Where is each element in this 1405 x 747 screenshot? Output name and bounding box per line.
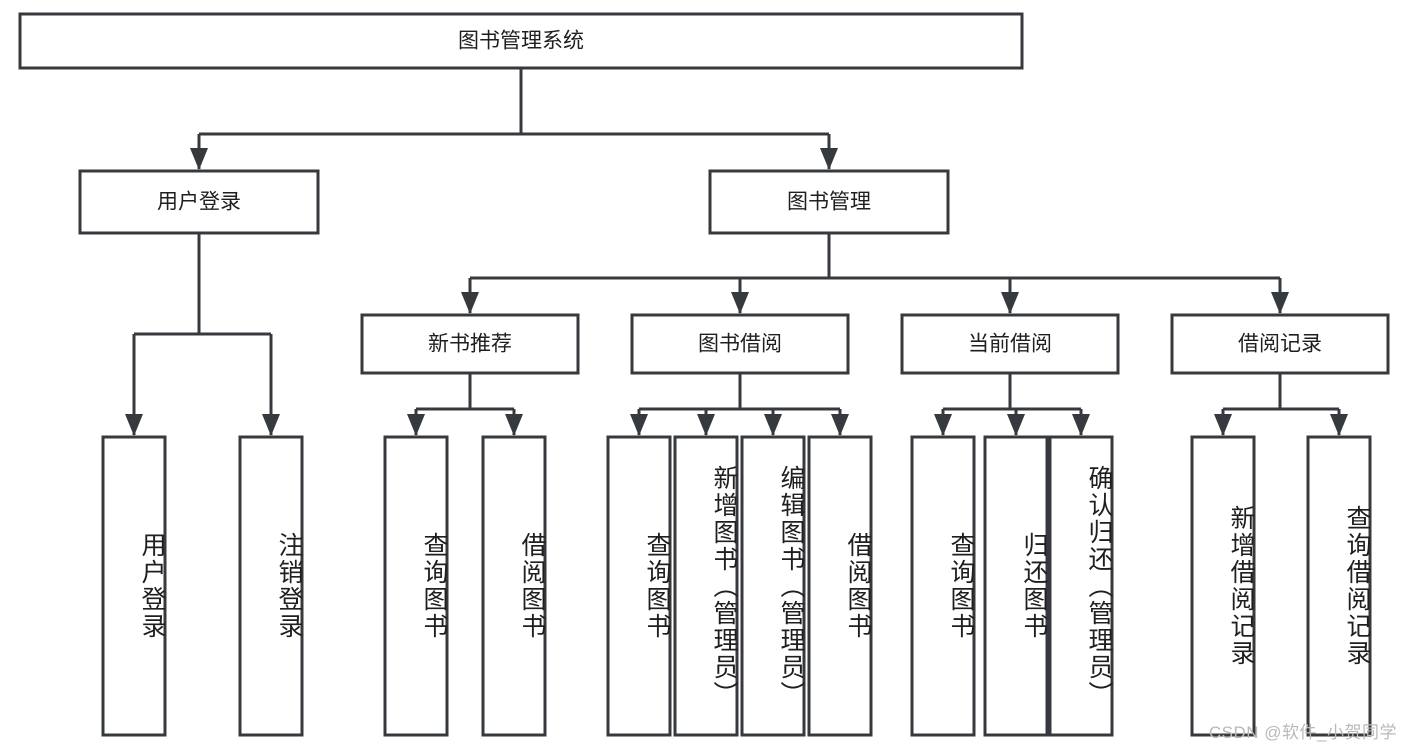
leaf-box-leaf-return-book[interactable]	[983, 435, 1049, 737]
leaf-box-leaf-add-borrow-record[interactable]	[1190, 435, 1256, 737]
leaf-box-leaf-borrow-book-bb[interactable]	[807, 435, 873, 737]
leaf-box-leaf-query-book-bb[interactable]	[606, 435, 672, 737]
node-box-book-borrow[interactable]	[630, 313, 850, 375]
arrow-head-icon-book-borrow	[731, 292, 749, 314]
node-label-book-borrow: 图书借阅	[698, 333, 782, 356]
node-box-root[interactable]	[18, 12, 1024, 70]
arrow-head-icon-book-manage	[820, 148, 838, 170]
node-box-book-manage[interactable]	[708, 169, 950, 235]
arrow-head-icon-leaf-query-book-bb	[630, 414, 648, 436]
arrow-head-icon-leaf-query-book-rec	[407, 414, 425, 436]
arrow-head-icon-leaf-edit-book-admin	[764, 414, 782, 436]
arrow-head-icon-leaf-user-login	[125, 414, 143, 436]
arrow-head-icon-new-book-rec	[461, 292, 479, 314]
node-box-user-login[interactable]	[78, 169, 320, 235]
leaf-box-leaf-borrow-book-rec[interactable]	[481, 435, 547, 737]
node-box-new-book-rec[interactable]	[360, 313, 580, 375]
arrow-head-icon-current-borrow	[1001, 292, 1019, 314]
node-label-user-login: 用户登录	[157, 191, 241, 214]
connectors-layer	[125, 68, 1348, 436]
arrow-head-icon-user-login	[190, 148, 208, 170]
leaf-box-leaf-user-login[interactable]	[101, 435, 167, 737]
node-label-new-book-rec: 新书推荐	[428, 333, 512, 356]
leaf-box-leaf-query-book-rec[interactable]	[383, 435, 449, 737]
arrow-head-icon-leaf-user-logout	[262, 414, 280, 436]
leaf-box-leaf-confirm-return-admin[interactable]	[1048, 435, 1114, 737]
leaf-box-leaf-query-book-cb[interactable]	[910, 435, 976, 737]
csdn-watermark: CSDN @软件_小贺同学	[1208, 723, 1397, 742]
node-label-root: 图书管理系统	[458, 30, 584, 53]
node-label-borrow-record: 借阅记录	[1238, 333, 1322, 356]
arrow-head-icon-leaf-add-book-admin	[697, 414, 715, 436]
arrow-head-icon-leaf-query-borrow-record	[1330, 414, 1348, 436]
leaf-box-leaf-query-borrow-record[interactable]	[1306, 435, 1372, 737]
leaf-box-leaf-add-book-admin[interactable]	[673, 435, 739, 737]
node-box-current-borrow[interactable]	[900, 313, 1120, 375]
arrow-head-icon-leaf-borrow-book-bb	[831, 414, 849, 436]
nodes-layer	[18, 12, 1390, 737]
leaf-box-leaf-edit-book-admin[interactable]	[740, 435, 806, 737]
leaf-box-leaf-user-logout[interactable]	[238, 435, 304, 737]
arrow-head-icon-leaf-query-book-cb	[934, 414, 952, 436]
arrow-head-icon-leaf-confirm-return-admin	[1072, 414, 1090, 436]
arrow-head-icon-leaf-return-book	[1007, 414, 1025, 436]
node-label-current-borrow: 当前借阅	[968, 333, 1052, 356]
node-box-borrow-record[interactable]	[1170, 313, 1390, 375]
arrow-head-icon-borrow-record	[1271, 292, 1289, 314]
arrow-head-icon-leaf-add-borrow-record	[1214, 414, 1232, 436]
arrow-head-icon-leaf-borrow-book-rec	[505, 414, 523, 436]
node-label-book-manage: 图书管理	[787, 191, 871, 214]
